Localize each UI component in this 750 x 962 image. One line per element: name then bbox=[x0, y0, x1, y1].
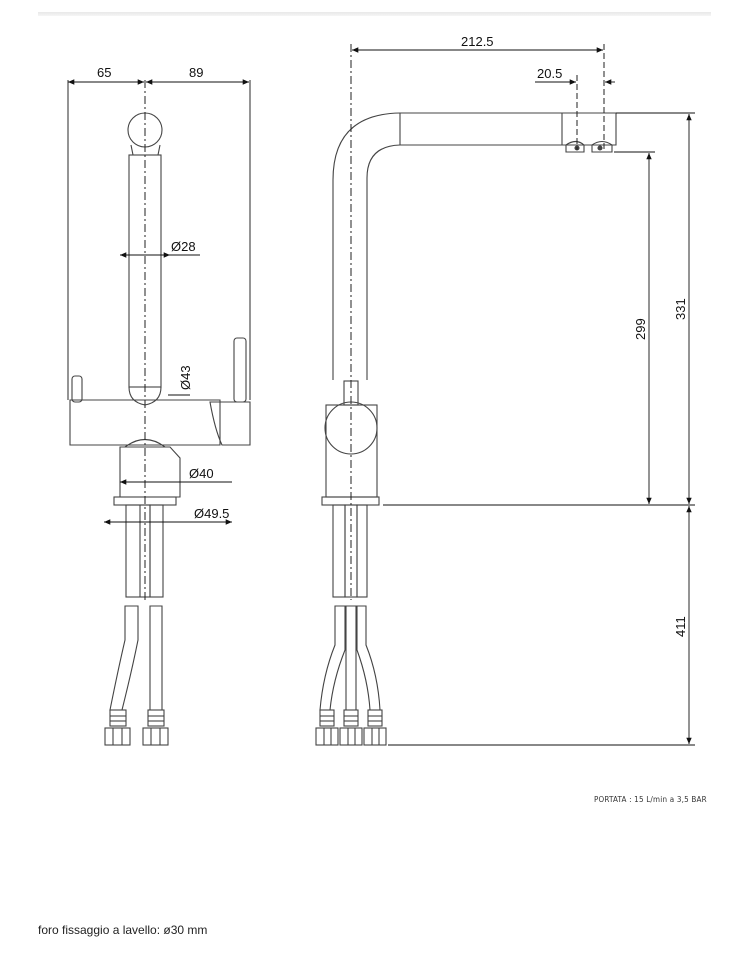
dim-spout-height: 299 bbox=[633, 318, 648, 340]
side-dimensions bbox=[352, 47, 695, 746]
dim-total-height: 331 bbox=[673, 298, 688, 320]
dim-front-left: 65 bbox=[97, 65, 111, 80]
dim-hose-length: 411 bbox=[673, 616, 688, 637]
side-view bbox=[315, 112, 617, 746]
side-dim-labels: 212.5 20.5 299 331 411 bbox=[461, 34, 688, 637]
front-dim-labels: 65 89 Ø28 Ø43 Ø40 Ø49.5 bbox=[97, 65, 229, 521]
side-spout-outer bbox=[332, 112, 616, 380]
flow-rate-note: PORTATA : 15 L/min a 3,5 BAR bbox=[594, 795, 707, 804]
dim-front-right: 89 bbox=[189, 65, 203, 80]
dim-spout-diameter: Ø28 bbox=[171, 239, 196, 254]
front-body bbox=[69, 399, 221, 446]
dim-body-diameter: Ø43 bbox=[178, 365, 193, 390]
mount-hole-note: foro fissaggio a lavello: ø30 mm bbox=[38, 923, 208, 937]
top-divider bbox=[38, 12, 711, 16]
dim-plate-diameter: Ø49.5 bbox=[194, 506, 229, 521]
front-base bbox=[119, 446, 181, 498]
dim-base-diameter: Ø40 bbox=[189, 466, 214, 481]
dim-reach: 212.5 bbox=[461, 34, 494, 49]
front-view bbox=[69, 112, 251, 746]
front-dimensions bbox=[67, 79, 251, 525]
front-lever bbox=[233, 337, 247, 403]
dim-aerator-offset: 20.5 bbox=[537, 66, 562, 81]
side-spout-inner bbox=[366, 144, 562, 380]
